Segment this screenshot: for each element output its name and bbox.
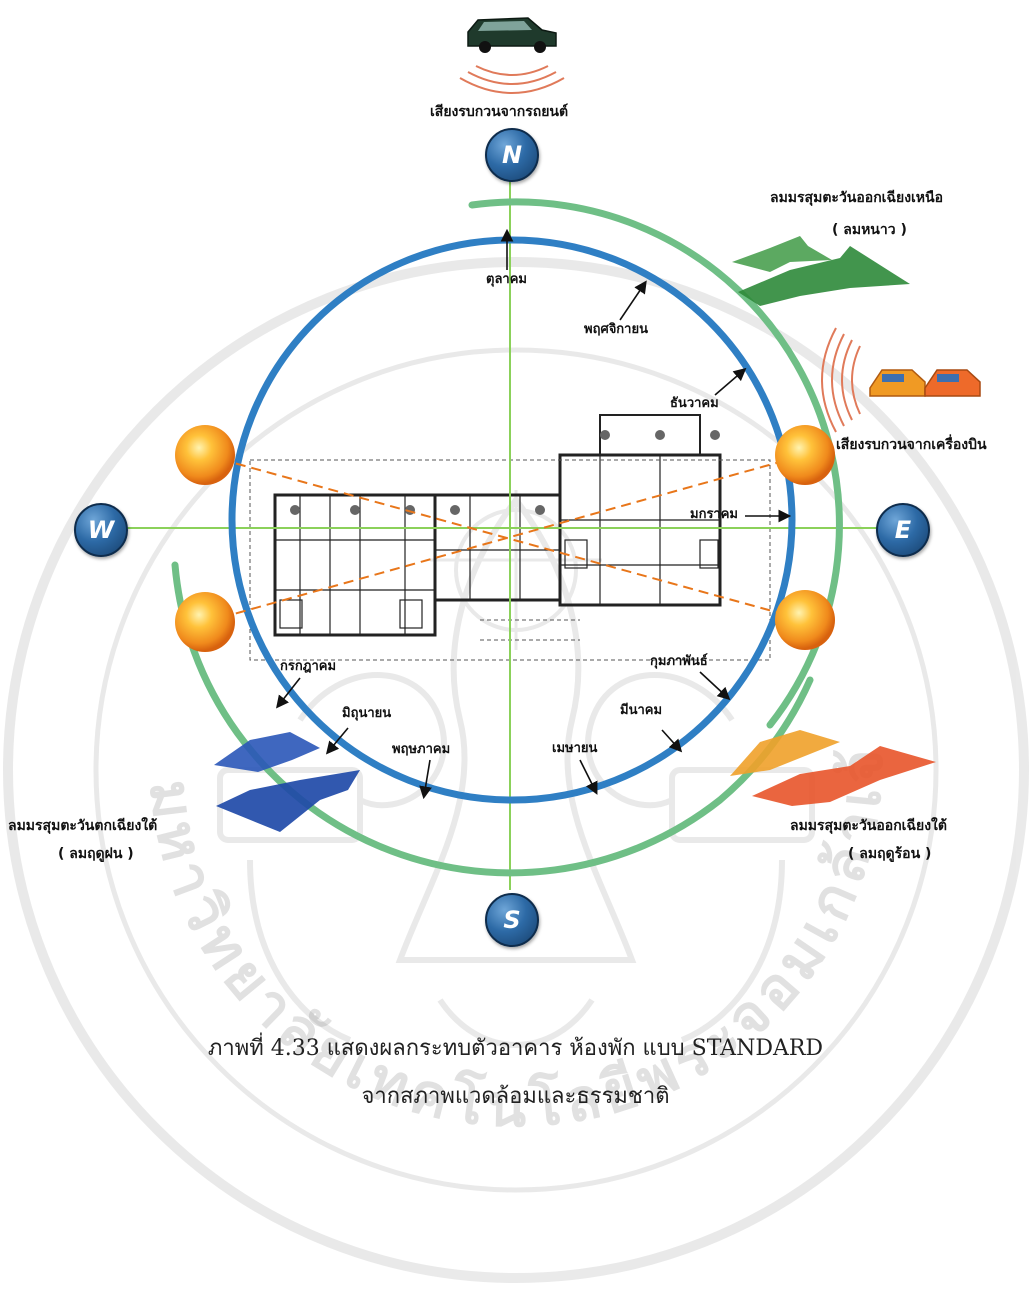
noise-wave-icon <box>821 327 861 433</box>
compass-axes <box>125 170 880 890</box>
month-pointer-arrows <box>276 228 792 800</box>
wind-northeast-title: ลมมรสุมตะวันออกเฉียงเหนือ <box>770 190 944 206</box>
month-label-may: พฤษภาคม <box>392 742 451 757</box>
sun-icon <box>175 425 235 485</box>
figure-caption-line2: จากสภาพแวดล้อมและธรรมชาติ <box>361 1084 670 1109</box>
wind-arrow-southeast-icon <box>730 730 936 806</box>
sun-icon <box>175 592 235 652</box>
south-badge: S <box>485 893 539 947</box>
west-badge: W <box>74 503 128 557</box>
month-label-mar: มีนาคม <box>620 703 663 718</box>
south-label: S <box>503 906 521 934</box>
car-icon <box>467 17 557 53</box>
east-label: E <box>894 516 912 544</box>
svg-text:มหาวิทยาลัยเทคโนโลยีพระจอมเกล้: มหาวิทยาลัยเทคโนโลยีพระจอมเกล้าเจ้าคุณทห… <box>0 0 890 1140</box>
east-badge: E <box>876 503 930 557</box>
month-label-dec: ธันวาคม <box>670 396 719 411</box>
wind-southwest-sub: ( ลมฤดูฝน ) <box>58 846 134 862</box>
watermark-seal <box>3 257 1029 1283</box>
watermark-text-arc: มหาวิทยาลัยเทคโนโลยีพระจอมเกล้าเจ้าคุณทห… <box>0 0 890 1140</box>
wind-arrow-northeast-icon <box>732 236 910 306</box>
sun-markers <box>175 425 835 652</box>
sun-icon <box>775 425 835 485</box>
wind-southwest-title: ลมมรสุมตะวันตกเฉียงใต้ <box>8 818 158 834</box>
month-label-jan: มกราคม <box>690 507 738 522</box>
sun-icon <box>775 590 835 650</box>
sun-path-lines <box>204 454 806 623</box>
month-label-apr: เมษายน <box>552 741 598 756</box>
north-badge: N <box>485 128 539 182</box>
wind-season-arc-lower <box>171 561 814 877</box>
wind-northeast-sub: ( ลมหนาว ) <box>832 222 907 238</box>
aircraft-noise-label: เสียงรบกวนจากเครื่องบิน <box>836 437 987 453</box>
month-label-jun: มิถุนายน <box>342 706 392 721</box>
month-label-feb: กุมภาพันธ์ <box>650 654 708 669</box>
west-label: W <box>87 516 115 544</box>
month-label-jul: กรกฎาคม <box>280 659 337 674</box>
month-label-oct: ตุลาคม <box>486 272 527 287</box>
wind-southeast-title: ลมมรสุมตะวันออกเฉียงใต้ <box>790 818 947 834</box>
wind-arrow-southwest-icon <box>214 732 360 832</box>
figure-caption-line1: ภาพที่ 4.33 แสดงผลกระทบตัวอาคาร ห้องพัก … <box>207 1036 824 1061</box>
noise-wave-icon <box>459 65 565 94</box>
building-floor-plan <box>249 414 771 661</box>
wind-southeast-sub: ( ลมฤดูร้อน ) <box>848 846 932 862</box>
car-noise-label: เสียงรบกวนจากรถยนต์ <box>430 104 569 120</box>
aircraft-icon <box>869 369 981 397</box>
north-label: N <box>501 141 523 169</box>
month-label-nov: พฤศจิกายน <box>584 322 648 337</box>
